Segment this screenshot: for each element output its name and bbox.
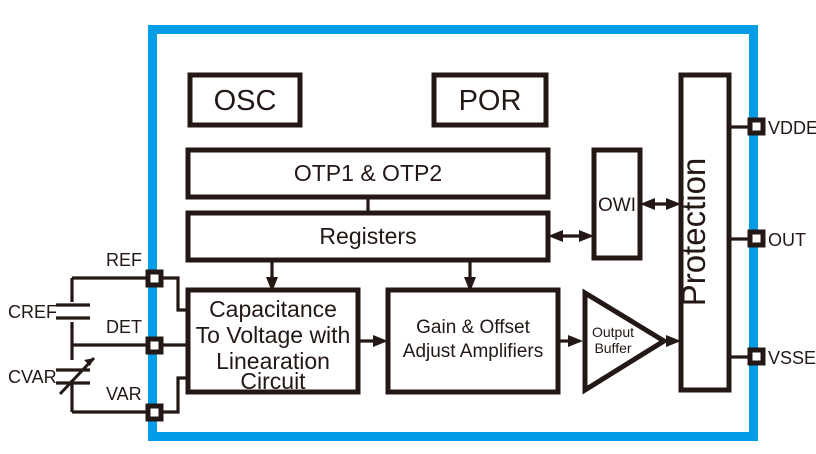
pin-pad-out[interactable] — [747, 229, 766, 248]
block-protection[interactable] — [678, 72, 732, 393]
registers-gain-arrow — [464, 277, 476, 292]
var-trace — [163, 376, 188, 414]
block-output-buffer[interactable] — [582, 288, 669, 395]
gain-buffer-arrow — [568, 335, 583, 347]
owi-protection-arrow-left — [640, 198, 655, 210]
block-otp-label: OTP1 & OTP2 — [294, 160, 442, 186]
registers-owi-arrow-right — [579, 230, 594, 242]
block-registers[interactable] — [185, 210, 551, 263]
block-osc-label: OSC — [214, 85, 277, 117]
cvar-arrow-head — [84, 358, 94, 366]
c2v-label-line3: Linearation — [216, 348, 330, 374]
pin-label-vsse: VSSE — [768, 348, 816, 368]
block-por-label: POR — [459, 85, 522, 117]
c2v-label-line1: Capacitance — [209, 296, 337, 322]
c2v-gain-arrow — [373, 335, 388, 347]
pin-pad-vsse[interactable] — [747, 347, 766, 366]
block-gain-offset[interactable] — [385, 287, 561, 395]
registers-c2v-arrow — [266, 277, 278, 292]
pin-label-vdde: VDDE — [768, 118, 816, 138]
block-owi-label: OWI — [598, 195, 636, 216]
pin-label-ref: REF — [106, 250, 142, 270]
gain-label-line1: Gain & Offset — [416, 317, 530, 338]
pin-label-var: VAR — [106, 384, 142, 404]
owi-protection-arrow-right — [666, 198, 681, 210]
buffer-protection-arrow — [666, 335, 681, 347]
gain-label-line2: Adjust Amplifiers — [403, 341, 543, 362]
pin-label-out: OUT — [768, 230, 806, 250]
c2v-label-line4: Circuit — [240, 368, 306, 394]
ref-trace — [163, 276, 188, 312]
block-por[interactable] — [431, 72, 549, 128]
registers-owi-arrow-left — [548, 230, 563, 242]
pin-pad-det[interactable] — [145, 336, 164, 355]
c2v-label-line2: To Voltage with — [196, 322, 351, 348]
block-protection-label: Protection — [675, 158, 712, 307]
pin-label-det: DET — [106, 317, 142, 337]
buffer-label-line2: Buffer — [594, 340, 631, 356]
block-otp[interactable] — [185, 147, 551, 200]
pin-pad-var[interactable] — [145, 403, 164, 422]
cref-label: CREF — [8, 302, 57, 322]
block-registers-label: Registers — [319, 223, 416, 249]
buffer-label-line1: Output — [592, 324, 634, 340]
block-osc[interactable] — [187, 72, 303, 128]
pin-pad-ref[interactable] — [145, 269, 164, 288]
block-capacitance-to-voltage[interactable] — [185, 287, 361, 395]
pin-pad-vdde[interactable] — [747, 117, 766, 136]
cvar-label: CVAR — [8, 367, 57, 387]
